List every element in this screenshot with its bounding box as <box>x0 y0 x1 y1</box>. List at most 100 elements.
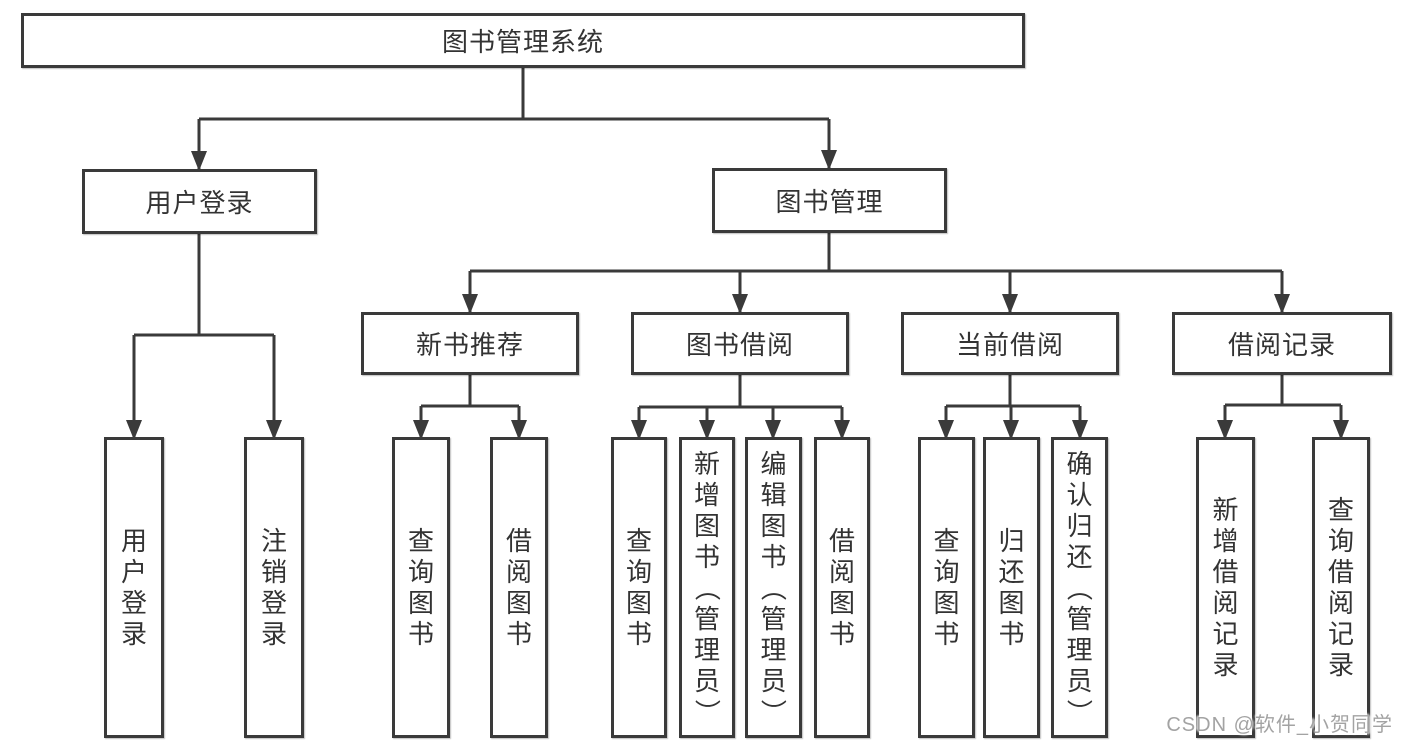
node-label-char: 图 <box>933 588 960 618</box>
node-new-book-recommend: 新书推荐 <box>361 312 579 375</box>
node-label-char: 借 <box>505 526 532 556</box>
node-label-char: 阅 <box>1212 588 1239 618</box>
node-label-char: 询 <box>1327 526 1354 556</box>
node-label-char: 归 <box>998 526 1025 556</box>
node-book-management: 图书管理 <box>712 168 947 233</box>
node-label: 图书管理 <box>775 187 884 217</box>
node-label-char: 理 <box>693 634 720 665</box>
node-label-char: 查 <box>1327 495 1354 525</box>
node-label: 图书借阅 <box>685 330 794 360</box>
node-leaf-bor-edit-books: 编辑图书（管理员） <box>745 437 802 738</box>
node-label-char: 还 <box>998 557 1025 587</box>
node-label-char: 查 <box>933 526 960 556</box>
node-label-char: ） <box>758 698 789 725</box>
node-label-char: 录 <box>260 619 287 649</box>
node-label-char: 书 <box>505 619 532 649</box>
watermark: CSDN @软件_小贺同学 <box>1166 714 1393 736</box>
node-leaf-cur-query-books: 查询图书 <box>918 437 975 738</box>
node-leaf-bor-add-books: 新增图书（管理员） <box>679 437 735 738</box>
node-label-char: 查 <box>407 526 434 556</box>
node-label-char: 记 <box>1327 619 1354 649</box>
node-root: 图书管理系统 <box>21 13 1025 68</box>
node-label-char: 确 <box>1066 448 1093 479</box>
node-label-char: 管 <box>1066 603 1093 634</box>
arrowhead-icon <box>834 420 850 440</box>
node-leaf-rec-query-books: 查询图书 <box>392 437 450 738</box>
node-label-char: 书 <box>933 619 960 649</box>
node-label-char: 图 <box>407 588 434 618</box>
node-label-char: 销 <box>260 557 287 587</box>
node-label-char: 理 <box>760 634 787 665</box>
node-label-char: 登 <box>120 588 147 618</box>
node-label-char: 认 <box>1066 479 1093 510</box>
node-label: 图书管理系统 <box>441 27 604 57</box>
node-label-char: 书 <box>693 541 720 572</box>
node-label-char: 记 <box>1212 619 1239 649</box>
node-label-char: 图 <box>828 588 855 618</box>
node-leaf-user-login: 用户登录 <box>104 437 164 738</box>
node-leaf-cur-confirm-return: 确认归还（管理员） <box>1051 437 1108 738</box>
node-label-char: 询 <box>933 557 960 587</box>
node-label-char: 增 <box>693 479 720 510</box>
node-label-char: 还 <box>1066 541 1093 572</box>
node-leaf-bor-borrow-books: 借阅图书 <box>814 437 870 738</box>
node-label-char: 员 <box>1066 665 1093 696</box>
node-label-char: 登 <box>260 588 287 618</box>
arrowhead-icon <box>1072 420 1088 440</box>
node-leaf-recd-add-record: 新增借阅记录 <box>1196 437 1255 738</box>
node-current-borrowing: 当前借阅 <box>901 312 1119 375</box>
node-label-char: 员 <box>760 665 787 696</box>
node-label-char: 借 <box>828 526 855 556</box>
node-label-char: 图 <box>625 588 652 618</box>
node-user-login: 用户登录 <box>82 169 317 234</box>
node-leaf-bor-query-books: 查询图书 <box>611 437 667 738</box>
node-label-char: 录 <box>120 619 147 649</box>
node-label-char: 借 <box>1327 557 1354 587</box>
node-label-char: 书 <box>998 619 1025 649</box>
node-label-char: 书 <box>760 541 787 572</box>
node-book-borrowing: 图书借阅 <box>631 312 849 375</box>
node-label-char: 归 <box>1066 510 1093 541</box>
arrowhead-icon <box>1002 294 1018 314</box>
arrowhead-icon <box>732 294 748 314</box>
node-label-char: 注 <box>260 526 287 556</box>
node-label-char: 录 <box>1212 650 1239 680</box>
arrowhead-icon <box>821 150 837 170</box>
arrowhead-icon <box>938 420 954 440</box>
arrowhead-icon <box>191 151 207 171</box>
node-label: 借阅记录 <box>1227 330 1336 360</box>
arrowhead-icon <box>1003 420 1019 440</box>
node-label-char: 查 <box>625 526 652 556</box>
arrowhead-icon <box>511 420 527 440</box>
node-leaf-recd-query-record: 查询借阅记录 <box>1312 437 1370 738</box>
node-label-char: 图 <box>505 588 532 618</box>
arrowhead-icon <box>1217 420 1233 440</box>
node-label-char: 询 <box>625 557 652 587</box>
node-label-char: 新 <box>1212 495 1239 525</box>
node-label-char: 图 <box>760 510 787 541</box>
node-label-char: 阅 <box>1327 588 1354 618</box>
node-label-char: 书 <box>625 619 652 649</box>
arrowhead-icon <box>413 420 429 440</box>
node-label-char: 理 <box>1066 634 1093 665</box>
node-label-char: 借 <box>1212 557 1239 587</box>
arrowhead-icon <box>462 294 478 314</box>
arrowhead-icon <box>631 420 647 440</box>
arrowhead-icon <box>765 420 781 440</box>
node-label-char: 新 <box>693 448 720 479</box>
node-label-char: （ <box>758 574 789 601</box>
node-leaf-cur-return-books: 归还图书 <box>983 437 1040 738</box>
node-label-char: ） <box>1064 698 1095 725</box>
node-label-char: 管 <box>760 603 787 634</box>
node-label-char: 图 <box>998 588 1025 618</box>
arrowhead-icon <box>126 420 142 440</box>
node-label: 新书推荐 <box>415 330 524 360</box>
node-label-char: 用 <box>120 526 147 556</box>
arrowhead-icon <box>1274 294 1290 314</box>
node-label-char: （ <box>691 574 722 601</box>
node-label-char: 书 <box>407 619 434 649</box>
node-borrowing-records: 借阅记录 <box>1172 312 1392 375</box>
node-label-char: 员 <box>693 665 720 696</box>
